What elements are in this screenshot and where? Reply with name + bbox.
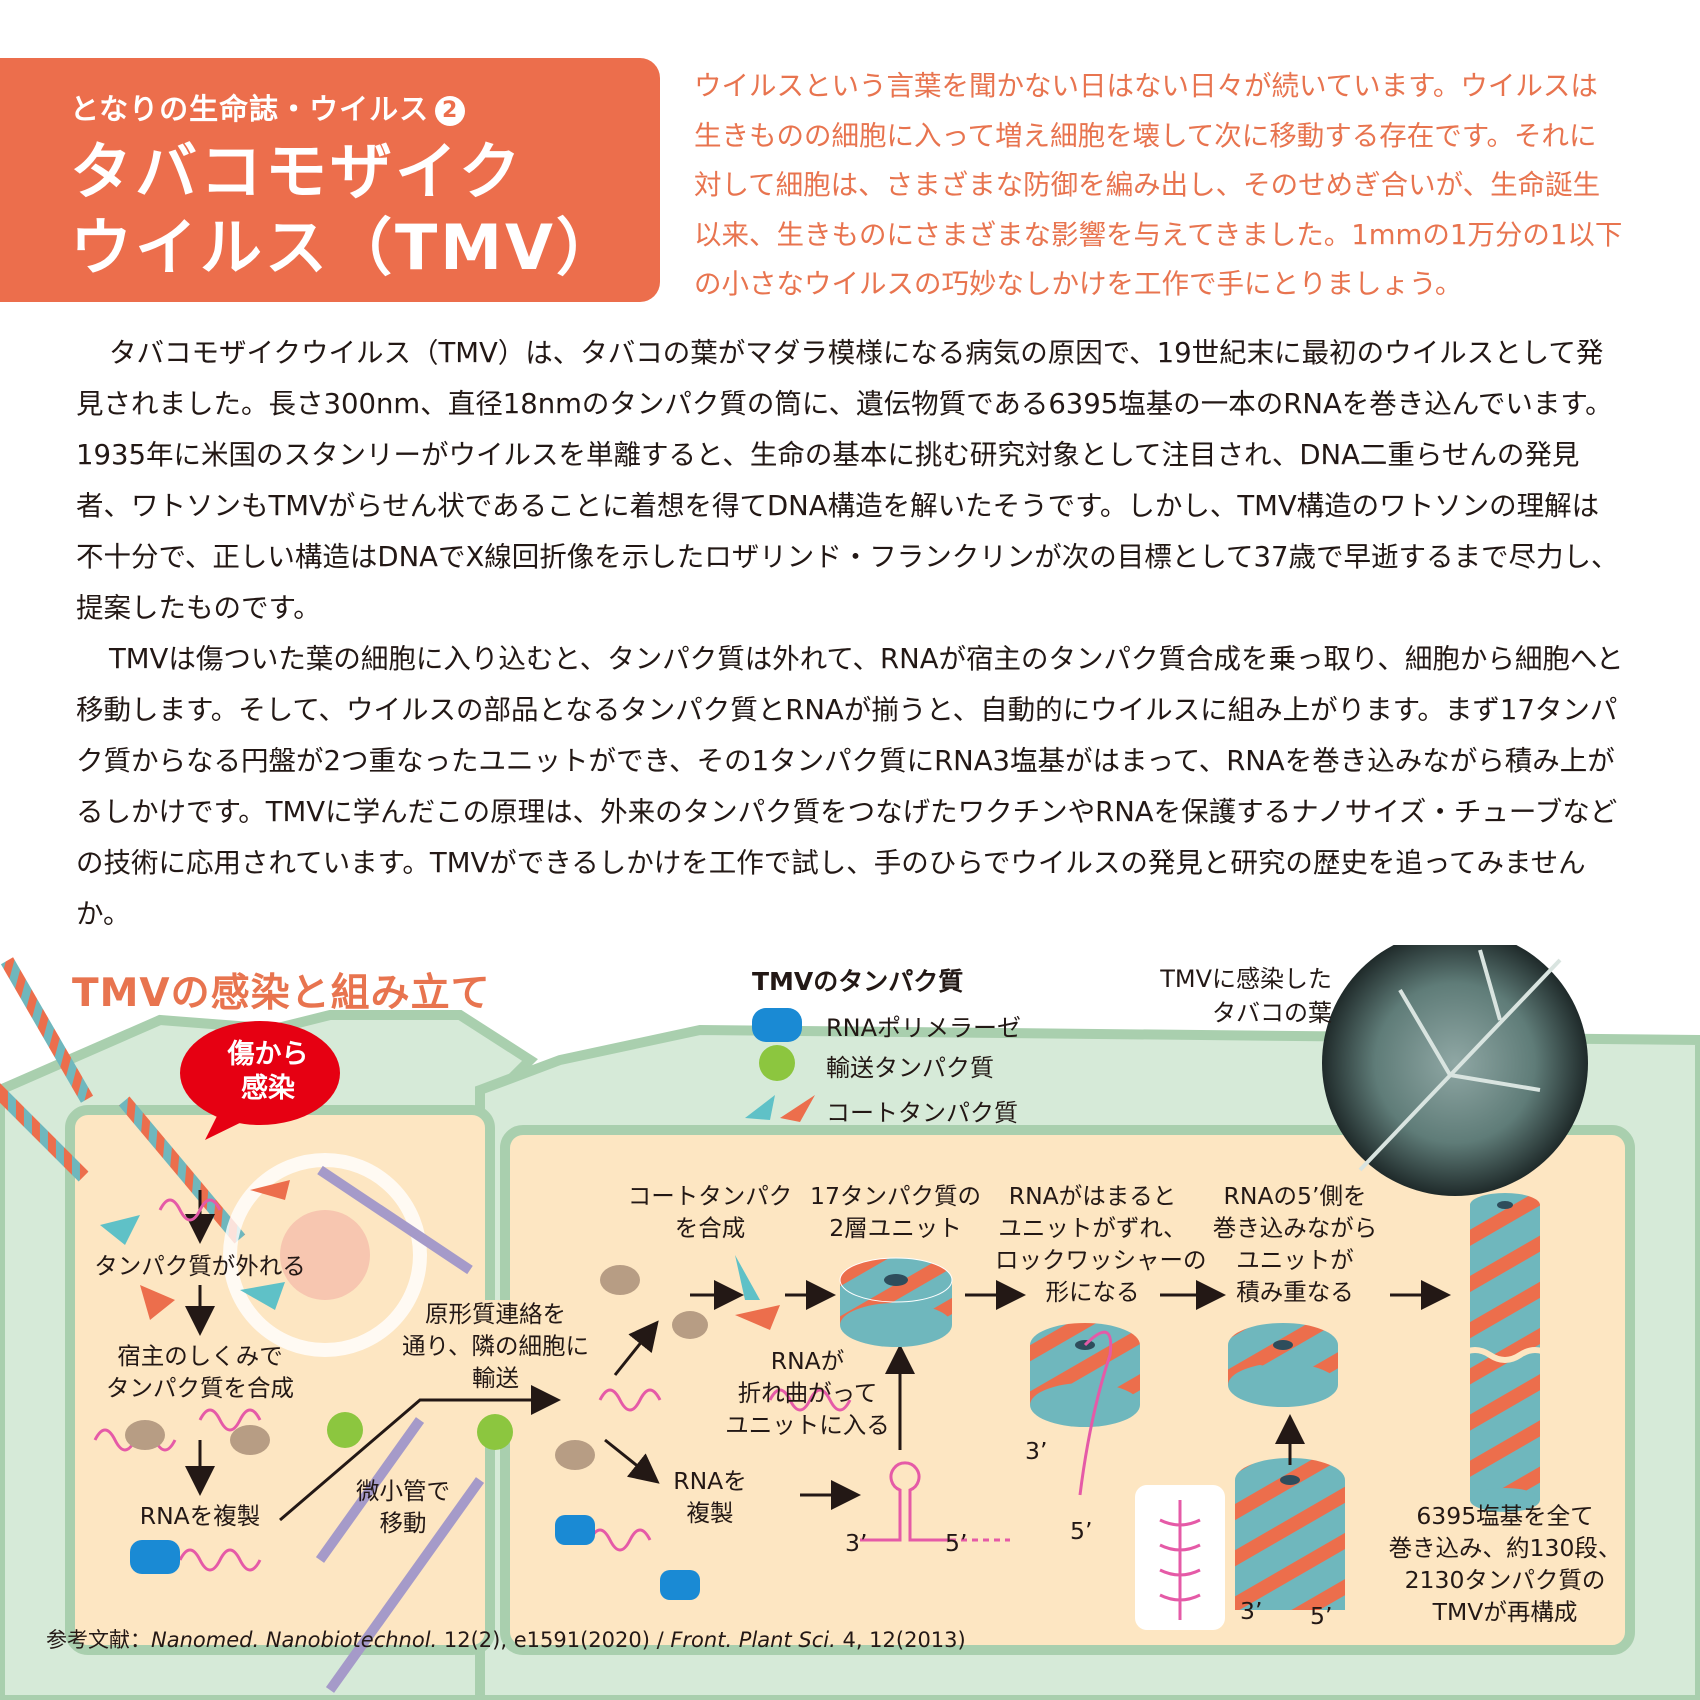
- rna-5prime-label: 5’: [1310, 1602, 1333, 1630]
- transport-protein: [327, 1412, 363, 1448]
- legend-rna-polymerase: RNAポリメラーゼ: [826, 1014, 1022, 1042]
- tmv-rod: [118, 1096, 246, 1244]
- step-coat-synthesis: コートタンパクを合成: [627, 1182, 793, 1242]
- nucleus: [280, 1210, 370, 1300]
- step-host-synthesis: 宿主のしくみでタンパク質を合成: [106, 1342, 294, 1402]
- transport-protein: [477, 1414, 513, 1450]
- tmv-rod: [0, 957, 94, 1103]
- tmv-diagram: [0, 945, 1700, 1700]
- body-text: タバコモザイクウイルス（TMV）は、タバコの葉がマダラ模様になる病気の原因で、1…: [76, 328, 1624, 940]
- rna-5prime-label: 5’: [945, 1529, 968, 1557]
- rna-polymerase: [660, 1570, 700, 1600]
- step-protein-off: タンパク質が外れる: [94, 1252, 306, 1280]
- helix-inset: [1135, 1485, 1225, 1630]
- coat-protein-icon: [745, 1095, 775, 1120]
- step-plasmodesma: 原形質連絡を通り、隣の細胞に輸送: [401, 1300, 590, 1392]
- photo-caption: TMVに感染した タバコの葉: [1160, 965, 1332, 1027]
- body-paragraph-2: TMVは傷ついた葉の細胞に入り込むと、タンパク質は外れて、RNAが宿主のタンパク…: [76, 643, 1624, 930]
- rna-polymerase: [130, 1540, 180, 1574]
- step-stacking: RNAの5’側を巻き込みながらユニットが積み重なる: [1212, 1182, 1378, 1306]
- step-replicate-2: RNAを複製: [673, 1467, 747, 1527]
- intro-text: ウイルスという言葉を聞かない日はない日々が続いています。ウイルスは生きものの細胞…: [694, 70, 1623, 300]
- page-title: タバコモザイク ウイルス（TMV）: [70, 135, 621, 284]
- step-microtubule: 微小管で移動: [356, 1477, 450, 1537]
- rna-polymerase: [555, 1515, 595, 1545]
- infection-callout: [180, 1021, 340, 1125]
- tmv-rod-final: [1458, 1193, 1552, 1512]
- legend-title: TMVのタンパク質: [752, 967, 964, 996]
- infection-callout-text: 傷から 感染: [227, 1039, 309, 1104]
- body-paragraph-1: タバコモザイクウイルス（TMV）は、タバコの葉がマダラ模様になる病気の原因で、1…: [76, 337, 1619, 624]
- stacking-disk: [1228, 1323, 1345, 1610]
- transport-protein-icon: [759, 1045, 795, 1081]
- rna-5prime-label: 5’: [1070, 1517, 1093, 1545]
- legend-coat-protein: コートタンパク質: [826, 1099, 1018, 1127]
- tmv-rod: [0, 1058, 89, 1182]
- rna-hairpin: [860, 1461, 1010, 1542]
- references: 参考文献：Nanomed. Nanobiotechnol. 12(2), e15…: [46, 1628, 966, 1652]
- series-number: 2: [435, 96, 466, 126]
- two-layer-disk: [839, 1257, 953, 1347]
- legend-transport-protein: 輸送タンパク質: [826, 1054, 994, 1082]
- lock-washer-disk: [1030, 1323, 1140, 1496]
- step-replicate: RNAを複製: [139, 1502, 261, 1530]
- rna-3prime-label: 3’: [1025, 1437, 1048, 1465]
- diagram-title: TMVの感染と組み立て: [72, 971, 491, 1016]
- plasmodesma: [485, 1300, 525, 1430]
- step-lock-washer: RNAがはまるとユニットがずれ、ロックワッシャーの形になる: [995, 1182, 1207, 1306]
- rna-3prime-label: 3’: [845, 1529, 868, 1557]
- step-rna-fold: RNAが折れ曲がってユニットに入る: [725, 1347, 890, 1439]
- rna-3prime-label: 3’: [1240, 1597, 1263, 1625]
- rna-polymerase-icon: [752, 1008, 802, 1042]
